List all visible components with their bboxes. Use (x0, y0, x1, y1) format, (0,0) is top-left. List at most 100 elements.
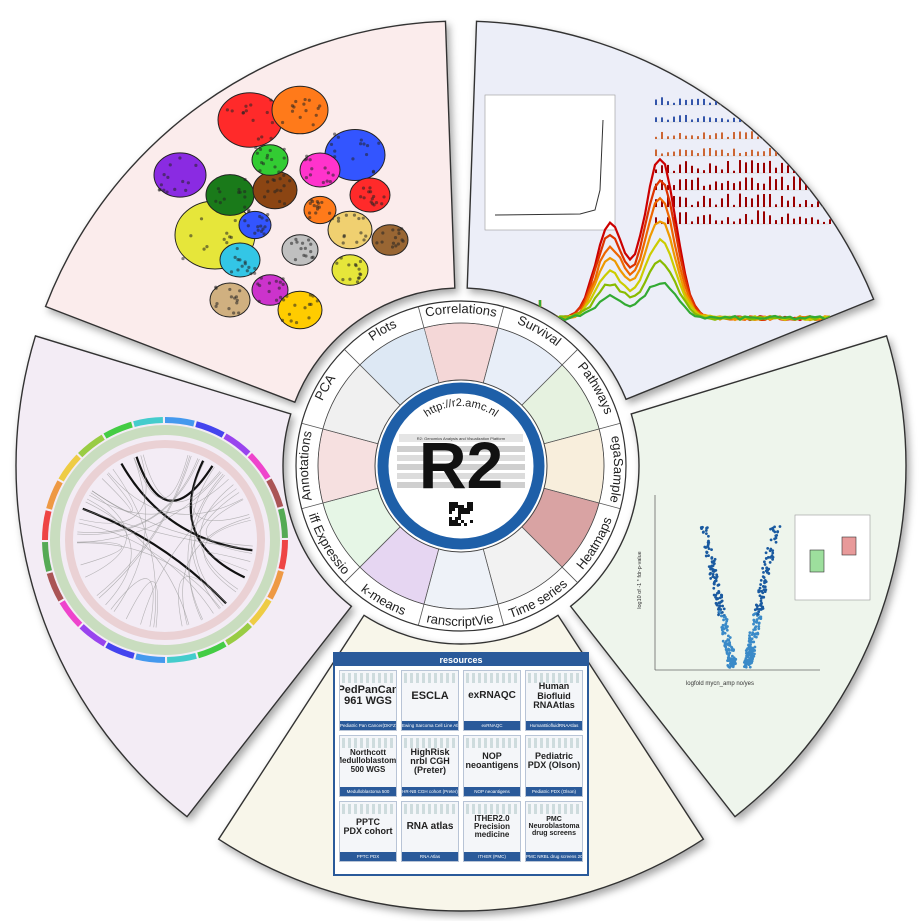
volcano-point (752, 622, 755, 626)
volcano-point (721, 623, 725, 627)
track-bar (697, 168, 699, 173)
circos-link (113, 457, 146, 612)
volcano-point (763, 560, 766, 564)
tsne-point (258, 169, 262, 173)
tsne-point (359, 195, 363, 199)
tsne-point (382, 195, 386, 199)
track-bar (793, 133, 795, 139)
qr-cell (458, 523, 461, 526)
track-bar (823, 101, 825, 105)
hub-table-row (397, 464, 525, 470)
circos-link (190, 466, 220, 610)
tsne-point (368, 190, 373, 194)
track-bar (697, 153, 699, 156)
resource-caption: NOP neoantigens (464, 786, 520, 796)
module-divider (482, 306, 505, 384)
resource-tile[interactable]: Pediatric PDX (Olson)Pediatric PDX (Olso… (525, 735, 583, 797)
track-bar (709, 117, 711, 122)
tsne-point (270, 120, 274, 125)
track-bar (769, 116, 771, 122)
tsne-point (236, 268, 240, 272)
volcano-point (773, 537, 777, 541)
tsne-point (261, 162, 266, 166)
qr-cell (467, 511, 470, 514)
track-bar (703, 116, 705, 122)
volcano-point (705, 526, 709, 530)
tsne-point (308, 158, 312, 162)
track-bar (805, 169, 807, 173)
volcano-point (752, 618, 756, 622)
module-label-annotations[interactable]: Annotations (296, 429, 315, 502)
track-bar (703, 132, 705, 139)
chromosome-band (164, 417, 195, 427)
tsne-point (302, 253, 306, 257)
tsne-point (265, 110, 269, 115)
track-bar (685, 114, 687, 122)
chromosome-band (249, 598, 272, 626)
tsne-point (162, 188, 166, 192)
tsne-point (295, 240, 299, 244)
track-bar (733, 221, 735, 224)
resource-tile[interactable]: HighRisk nrbl CGH (Preter)HR-NB CGH coho… (401, 735, 459, 797)
resource-thumbnail (528, 673, 580, 683)
track-bar (727, 153, 729, 156)
volcano-point (709, 565, 712, 569)
track-bar (751, 131, 753, 139)
track-bar (667, 195, 669, 207)
qr-cell (452, 502, 455, 505)
tsne-point (277, 170, 281, 174)
petal-volcano[interactable] (569, 335, 907, 818)
tsne-point (310, 255, 314, 260)
chromosome-band (135, 653, 166, 663)
track-bar (781, 162, 783, 173)
tsne-point (275, 188, 279, 192)
tsne-point (356, 276, 361, 280)
tsne-point (316, 201, 320, 205)
tsne-point (271, 178, 275, 182)
circos-link (78, 522, 214, 614)
track-bar (745, 177, 747, 190)
hub-table-row (397, 455, 525, 461)
track-bar (817, 116, 819, 122)
module-label-correlations[interactable]: Correlations (424, 301, 499, 320)
tsne-point (299, 246, 303, 251)
volcano-point (754, 625, 758, 629)
tsne-point (229, 295, 234, 299)
volcano-point (752, 612, 756, 616)
circos-link (178, 576, 227, 627)
tsne-point (289, 241, 294, 246)
module-divider (344, 526, 401, 583)
tsne-point (282, 173, 286, 178)
tsne-point (281, 282, 285, 286)
track-bar (709, 135, 711, 139)
track-bar (775, 220, 777, 224)
track-bar (817, 219, 819, 224)
tsne-point (391, 228, 395, 232)
tsne-point (336, 135, 340, 139)
tsne-point (294, 99, 298, 104)
resource-title: Pediatric PDX (Olson) (527, 751, 581, 771)
resource-caption: Pediatric Pan Cancer(DKFZ) (340, 721, 396, 731)
tsne-point (257, 299, 261, 303)
resource-tile[interactable]: Northcott Medulloblastoma 500 WGSMedullo… (339, 735, 397, 797)
resource-thumbnail (466, 673, 518, 683)
volcano-point (730, 654, 734, 658)
tsne-point (241, 111, 245, 115)
volcano-point (753, 635, 756, 638)
track-bar (673, 196, 675, 207)
volcano-xlabel: logfold mycn_amp no/yes (686, 681, 754, 687)
track-bar (829, 150, 831, 156)
qr-cell (467, 502, 470, 505)
resource-thumbnail (342, 803, 394, 814)
track-bar (751, 219, 753, 224)
